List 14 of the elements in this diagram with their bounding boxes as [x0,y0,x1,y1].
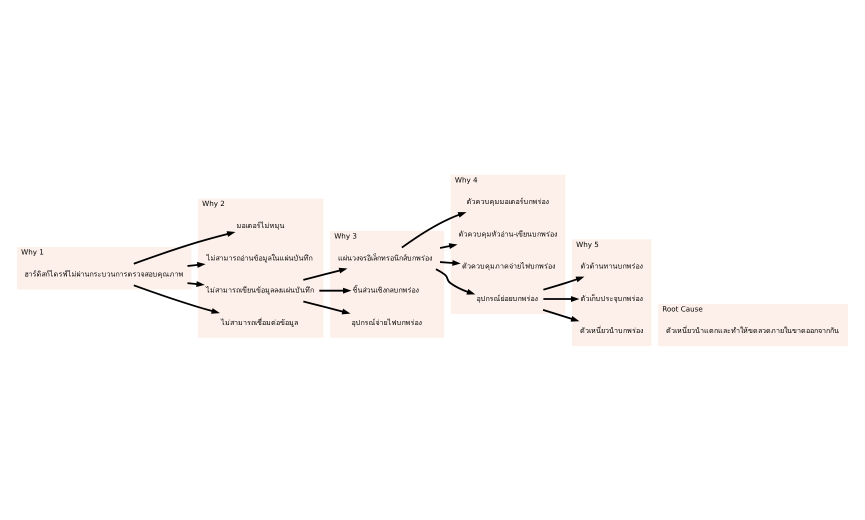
arrow [543,276,584,290]
arrow [440,260,461,266]
arrow [436,268,476,294]
arrow [187,280,205,286]
arrow [303,300,350,314]
arrow [440,242,458,248]
arrow [303,267,348,280]
arrow [401,212,466,248]
arrow [319,287,352,294]
arrow [543,296,580,302]
arrow [542,308,580,322]
arrow [187,262,206,268]
arrow [133,284,220,314]
arrow [133,230,236,264]
